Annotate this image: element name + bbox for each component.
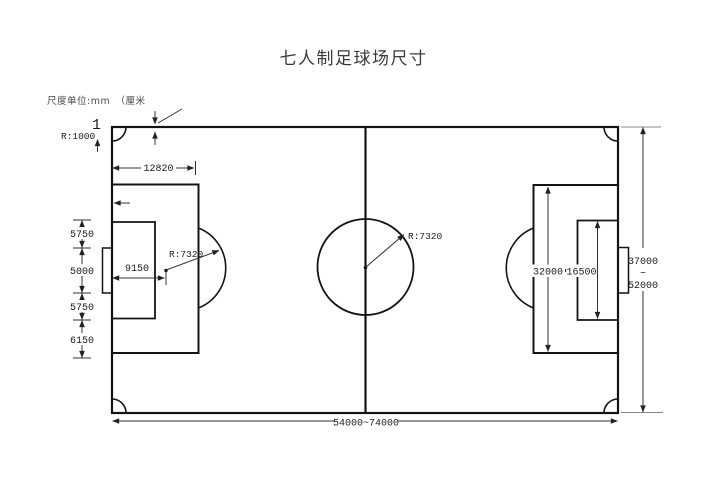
corner-radius-annotation: R:1000 — [61, 131, 101, 152]
left-dimension-chain: 5750 5000 5750 6150 — [68, 219, 96, 359]
goal-area-to-penalty-label: 6150 — [70, 336, 94, 347]
center-circle-radius-label: R:7320 — [408, 231, 443, 242]
field-width-min-label: 37000 — [628, 257, 658, 268]
corner-radius-label: R:1000 — [61, 131, 96, 142]
goal-area-length-label: 16500 — [566, 268, 596, 279]
corner-arc-top-right — [603, 126, 619, 142]
goal-offset-bottom-label: 5750 — [70, 303, 94, 314]
goal-area-width-label: 9150 — [125, 264, 149, 275]
line-width-annotation: 1 — [92, 108, 183, 145]
corner-arc-top-left — [111, 126, 127, 142]
field-width-max-label: 52000 — [628, 281, 658, 292]
right-penalty-arc — [505, 227, 534, 309]
goal-width-label: 5000 — [70, 267, 94, 278]
left-penalty-area — [112, 183, 200, 354]
corner-arc-bottom-left — [111, 398, 127, 414]
left-penalty-complex — [101, 183, 227, 354]
penalty-arc-radius-label: R:7320 — [169, 249, 204, 260]
penalty-arc-radius-arrow — [167, 250, 220, 270]
goal-offset-top-label: 5750 — [70, 230, 94, 241]
left-penalty-mark — [164, 268, 168, 273]
penalty-area-length-dimension: 32000 — [531, 186, 565, 352]
goal-area-length-dimension: 16500 — [566, 221, 601, 319]
center-circle-radius-annotation: R:7320 — [365, 231, 443, 268]
unit-note: 尺度单位:mm （厘米 — [47, 96, 146, 107]
line-width-leader — [157, 108, 183, 124]
penalty-area-width-dimension: 12820 — [112, 161, 196, 175]
page-title: 七人制足球场尺寸 — [279, 49, 428, 69]
pitch-outline — [110, 125, 620, 415]
left-goal-area — [112, 221, 156, 320]
field-width-separator: ~ — [640, 269, 646, 280]
center-circle — [316, 218, 415, 316]
left-goal — [101, 247, 112, 294]
penalty-area-length-label: 32000 — [533, 268, 563, 279]
right-goal — [618, 246, 630, 294]
goal-area-width-dimension: 9150 — [112, 264, 167, 285]
penalty-area-width-label: 12820 — [143, 164, 173, 175]
corner-arc-bottom-right — [603, 398, 619, 414]
line-width-label: 1 — [92, 117, 101, 134]
penalty-arc-radius-annotation: R:7320 — [167, 249, 220, 270]
field-length-dimension: 54000~74000 — [112, 418, 618, 430]
field-length-label: 54000~74000 — [333, 419, 399, 430]
field-width-dimension: 37000 ~ 52000 — [621, 126, 663, 413]
left-penalty-arc — [198, 227, 227, 309]
center-circle-radius-arrow — [365, 234, 405, 268]
